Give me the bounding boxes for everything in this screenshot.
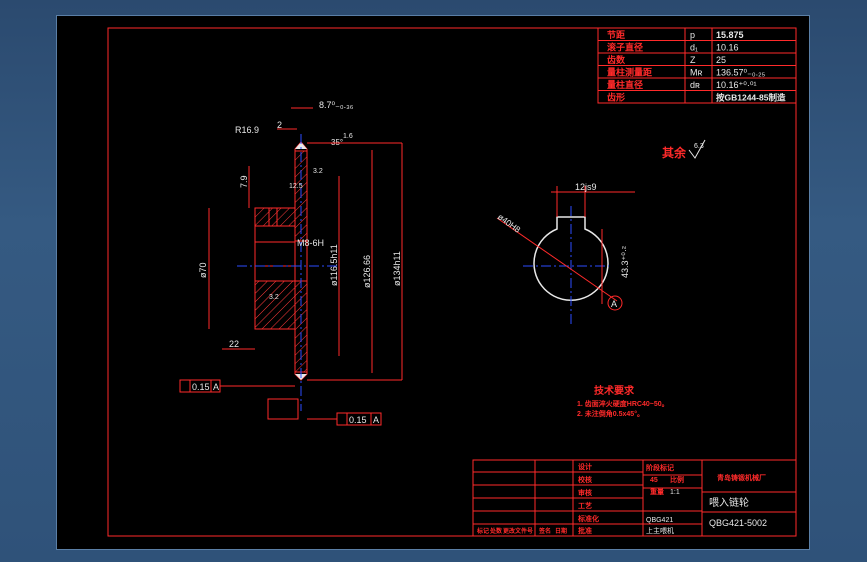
tb-bottom-1: 标记 (476, 527, 489, 535)
param-val-0: 15.875 (716, 30, 744, 40)
tb-review: 审核 (578, 488, 592, 497)
param-name-1: 滚子直径 (607, 42, 643, 53)
tb-sub2: 上主喂机 (646, 526, 674, 535)
param-name-5: 齿形 (607, 92, 625, 103)
rough-d: 3.2 (269, 294, 279, 301)
tb-bottom-3: 更改文件号 (503, 527, 533, 535)
param-sym-4: dʀ (690, 80, 700, 90)
parameter-table: 节距 滚子直径 齿数 量柱测量距 量柱直径 齿形 p d₁ Z Mʀ dʀ 15… (597, 27, 797, 104)
param-name-0: 节距 (607, 29, 625, 40)
param-val-2: 25 (716, 55, 726, 65)
rough-a: 1.6 (343, 133, 353, 140)
dim-width: 8.7⁰₋₀.₃₆ (319, 100, 354, 110)
runout-2: 0.15 (349, 415, 367, 425)
dim-bore: ø40H8 (496, 212, 523, 235)
rest-label: 其余 (662, 145, 687, 160)
drawing-frame (107, 27, 797, 537)
tb-company: 青岛铸锻机械厂 (717, 473, 766, 482)
tb-std: 标准化 (577, 514, 599, 523)
param-val-1: 10.16 (716, 43, 739, 53)
dim-dia-tip: ø134h11 (392, 251, 402, 286)
bore-view: ø40H8 12js9 43.3⁺⁰·² A 其余 6.3 (496, 139, 706, 326)
tech-requirements: 技术要求 1. 齿面淬火硬度HRC40~50。 2. 未注倒角0.5x45°。 (577, 384, 669, 418)
param-name-2: 齿数 (607, 54, 626, 65)
param-sym-2: Z (690, 55, 696, 65)
tb-bottom-2: 处数 (489, 527, 503, 535)
tb-drawing-no: QBG421-5002 (709, 518, 767, 528)
dim-len22: 22 (229, 339, 239, 349)
datum-a: A (611, 299, 617, 309)
tech-title: 技术要求 (594, 384, 635, 397)
dim-dia-hub: ø116.5h11 (329, 244, 339, 286)
tb-bottom-4: 签名 (538, 527, 551, 535)
param-sym-0: p (690, 30, 695, 40)
rest-rough: 6.3 (694, 143, 704, 150)
tb-weight: 重量 (650, 487, 664, 496)
param-name-4: 量柱直径 (607, 79, 643, 90)
dim-keyway: 12js9 (575, 182, 597, 192)
cad-drawing: 节距 滚子直径 齿数 量柱测量距 量柱直径 齿形 p d₁ Z Mʀ dʀ 15… (107, 27, 797, 537)
runout-1: 0.15 (192, 382, 210, 392)
dim-dia-root: ø126.66 (362, 255, 372, 288)
dim-keydepth: 43.3⁺⁰·² (620, 246, 630, 278)
tb-sub1: QBG421 (646, 517, 673, 524)
tb-scale: 比例 (670, 475, 684, 484)
tb-bottom-5: 日期 (555, 527, 567, 535)
tech-line-2: 2. 未注倒角0.5x45°。 (577, 409, 644, 418)
tb-part-name: 喂入链轮 (709, 496, 749, 509)
dim-radius: R16.9 (235, 125, 259, 135)
param-sym-3: Mʀ (690, 68, 702, 78)
tb-scale-val: 1:1 (670, 489, 680, 496)
tb-design: 设计 (578, 462, 592, 471)
param-val-3: 136.57⁰₋₀.₂₅ (716, 68, 766, 78)
param-name-3: 量柱测量距 (607, 67, 652, 78)
drawing-canvas[interactable]: 节距 滚子直径 齿数 量柱测量距 量柱直径 齿形 p d₁ Z Mʀ dʀ 15… (56, 15, 810, 550)
section-view: 8.7⁰₋₀.₃₆ 2 R16.9 35° 1.6 3.2 12.5 3.2 7… (179, 100, 403, 426)
rough-c: 12.5 (289, 183, 303, 190)
param-val-4: 10.16⁺⁰·⁰¹ (716, 80, 756, 90)
param-val-5: 按GB1244-85制造 (716, 93, 786, 103)
rough-b: 3.2 (313, 168, 323, 175)
tech-line-1: 1. 齿面淬火硬度HRC40~50。 (577, 399, 669, 408)
dim-79: 7.9 (239, 175, 249, 188)
tb-material: 45 (650, 477, 658, 484)
runout-2-ref: A (373, 415, 379, 425)
tb-approve: 批准 (578, 526, 592, 535)
dim-dia70: ø70 (198, 262, 208, 278)
param-sym-1: d₁ (690, 43, 698, 53)
title-block: 设计 校核 审核 工艺 标准化 批准 阶段标记 45 比例 1:1 重量 QBG… (472, 459, 797, 537)
tb-check: 校核 (578, 475, 592, 484)
tb-stage-mark: 阶段标记 (646, 463, 674, 472)
dim-chamfer: 2 (277, 120, 282, 130)
tb-process: 工艺 (578, 501, 592, 510)
runout-1-ref: A (213, 382, 219, 392)
dim-thread: M8-6H (297, 238, 324, 248)
